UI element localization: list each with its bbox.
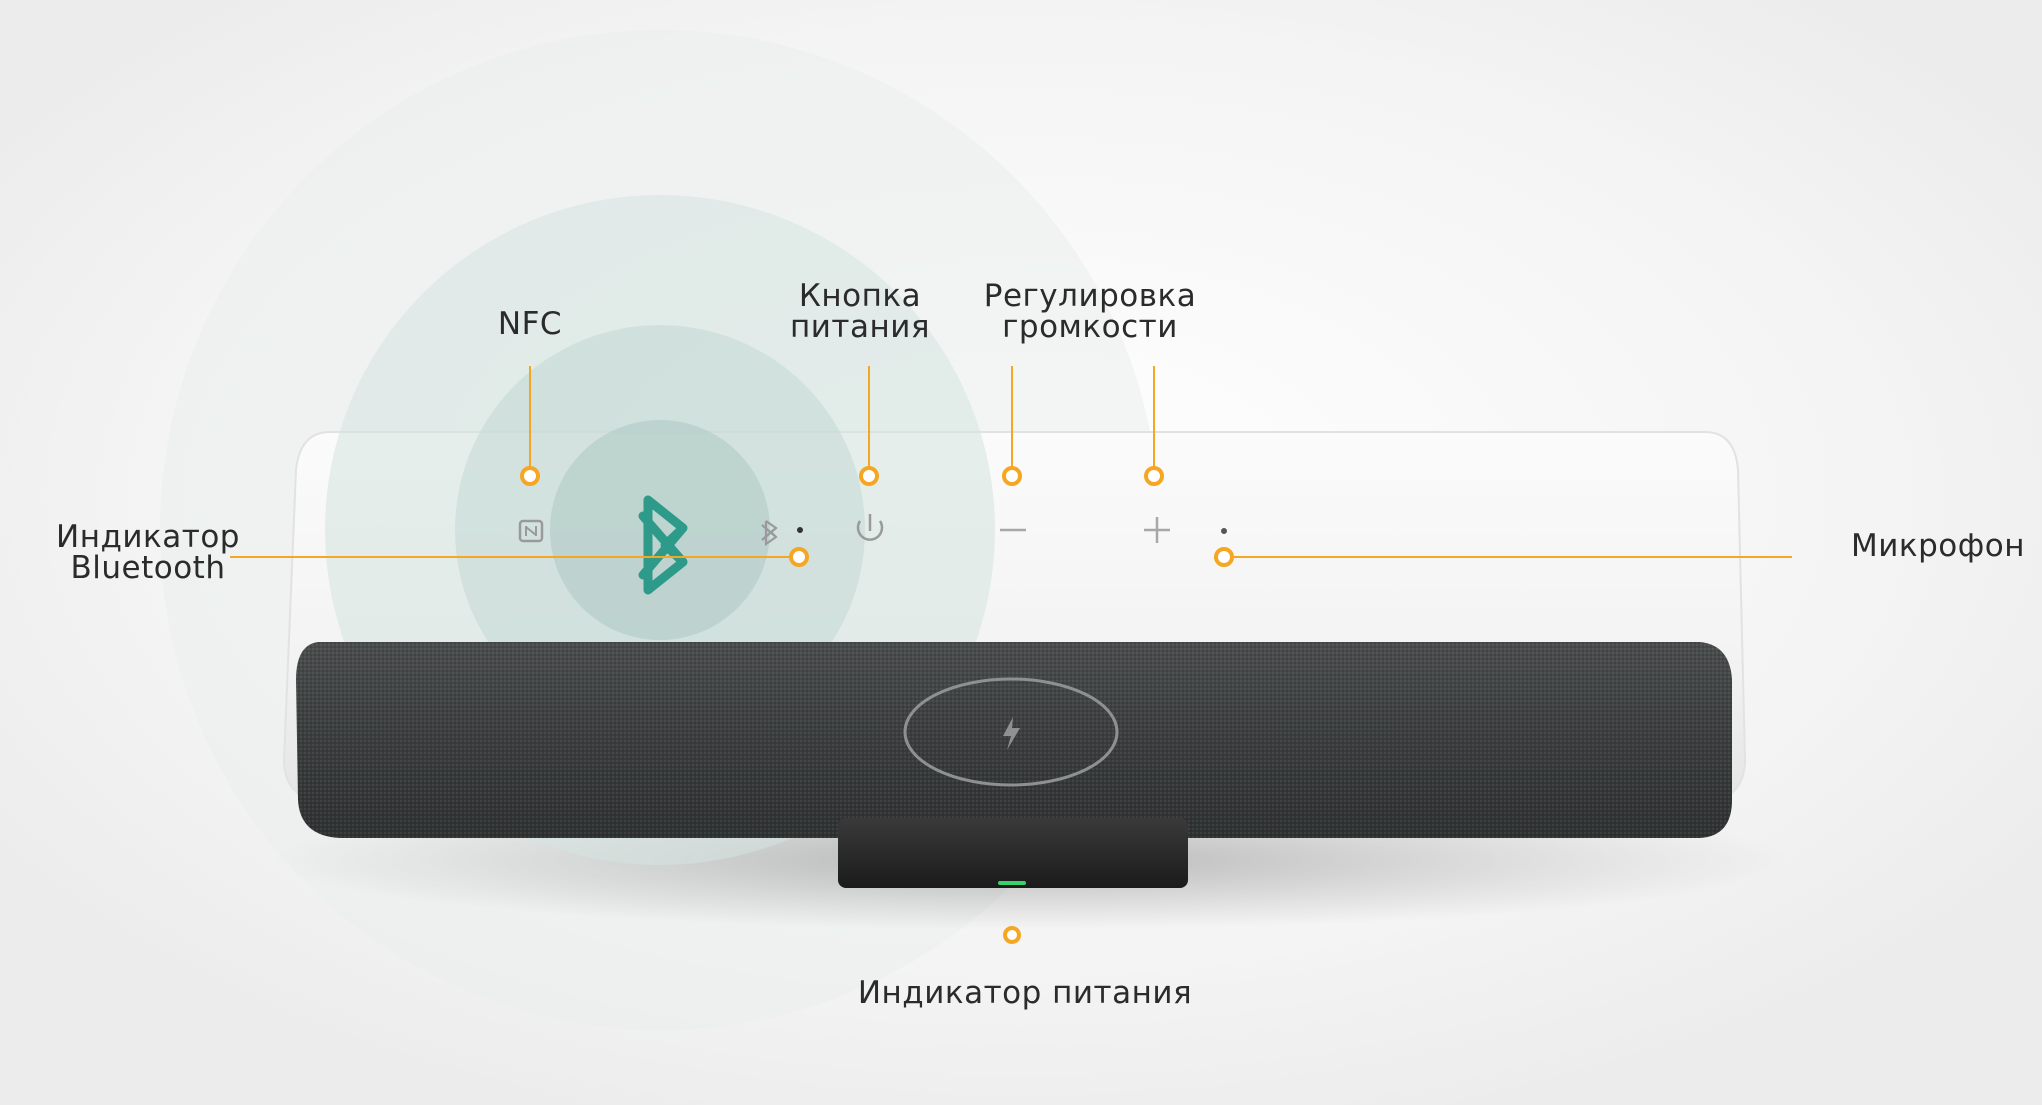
power-button-label-line1: Кнопка bbox=[798, 278, 922, 314]
bluetooth-led bbox=[797, 527, 803, 533]
microphone-label: Микрофон bbox=[1850, 528, 2025, 564]
nfc-icon bbox=[518, 519, 544, 543]
power-button-label-line2: питания bbox=[789, 309, 931, 345]
callout-dots bbox=[520, 466, 1234, 944]
bluetooth-small-icon bbox=[761, 520, 778, 547]
bluetooth-icon bbox=[638, 495, 688, 595]
power-led bbox=[998, 881, 1026, 885]
bluetooth-indicator-label-line2: Bluetooth bbox=[70, 550, 226, 586]
callout-dot-power bbox=[859, 466, 879, 486]
microphone-hole bbox=[1221, 528, 1227, 534]
callout-lines bbox=[230, 366, 1792, 558]
camera-clip bbox=[838, 818, 1188, 888]
callout-dot-microphone bbox=[1214, 547, 1234, 567]
volume-label: Регулировка громкости bbox=[960, 281, 1220, 343]
bluetooth-indicator-label: Индикатор Bluetooth bbox=[48, 522, 248, 584]
power-icon bbox=[856, 514, 884, 541]
bluetooth-indicator-label-line1: Индикатор bbox=[56, 519, 240, 555]
power-indicator-label: Индикатор питания bbox=[857, 975, 1193, 1011]
charging-ring bbox=[903, 677, 1119, 787]
nfc-label: NFC bbox=[497, 306, 563, 342]
power-button-label: Кнопка питания bbox=[760, 281, 960, 343]
callout-dot-plus bbox=[1144, 466, 1164, 486]
volume-label-line2: громкости bbox=[1002, 309, 1178, 345]
callout-dot-nfc bbox=[520, 466, 540, 486]
lightning-icon bbox=[1003, 717, 1020, 750]
callout-dot-power-indicator bbox=[1003, 926, 1021, 944]
volume-label-line1: Регулировка bbox=[983, 278, 1197, 314]
grille-texture bbox=[296, 642, 1732, 838]
plus-icon bbox=[1144, 517, 1170, 543]
callout-dot-bluetooth bbox=[789, 547, 809, 567]
callout-dot-minus bbox=[1002, 466, 1022, 486]
